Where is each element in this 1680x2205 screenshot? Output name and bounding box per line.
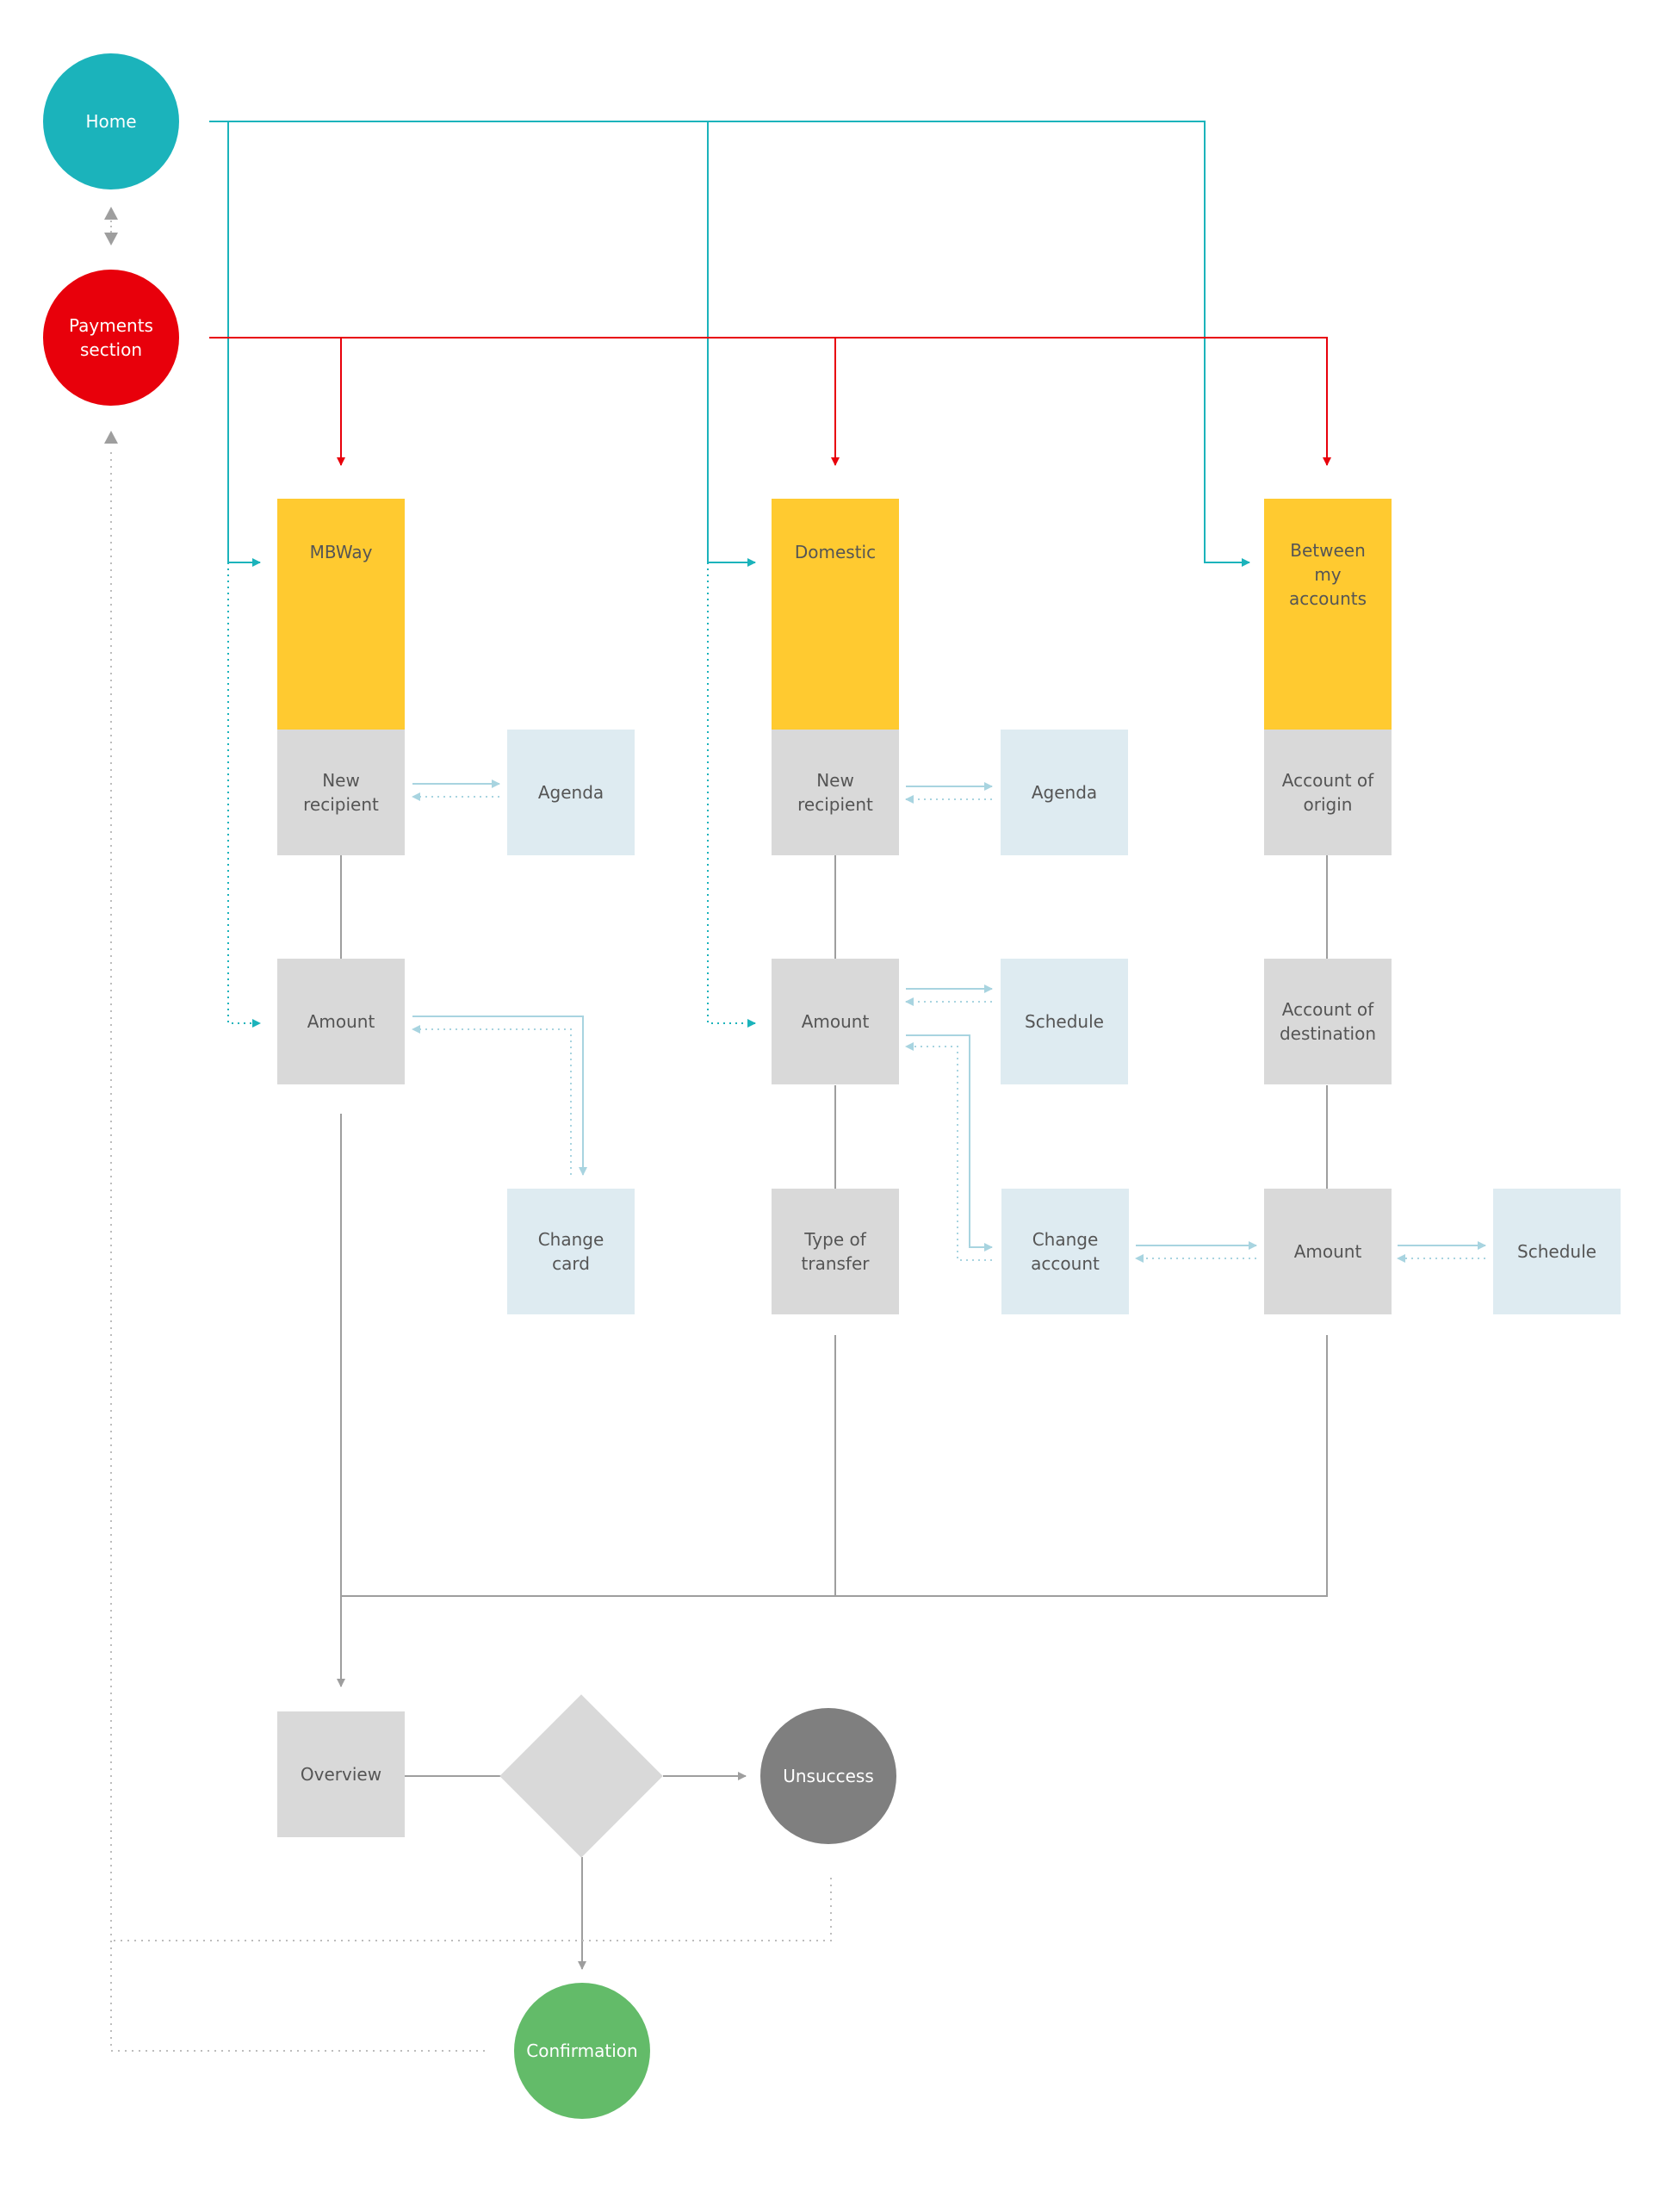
domestic-label: Domestic [794,542,877,562]
account-of-destination-label: Account of destination [1279,999,1377,1044]
mbway-label: MBWay [309,542,373,562]
mbway-amount-node[interactable]: Amount [277,959,405,1084]
mbway-agenda-node[interactable]: Agenda [507,730,635,855]
between-my-accounts-label: Between my accounts [1288,540,1367,609]
change-account-node[interactable]: Change account [1001,1189,1129,1314]
account-of-origin-label: Account of origin [1281,770,1374,815]
payments-red-connectors [209,337,1331,466]
home-payments-link [104,207,118,245]
confirmation-node[interactable]: Confirmation [514,1983,650,2119]
mbway-change-card-node[interactable]: Change card [507,1189,635,1314]
payments-section-label: Payments section [69,315,153,360]
domestic-schedule-node[interactable]: Schedule [1001,959,1128,1084]
type-of-transfer-label: Type of transfer [801,1229,870,1274]
between-schedule-node[interactable]: Schedule [1493,1189,1621,1314]
between-my-accounts-node[interactable]: Between my accounts [1264,499,1392,730]
between-amount-node[interactable]: Amount [1264,1189,1392,1314]
overview-node[interactable]: Overview [277,1711,405,1837]
side-screen-return-connectors [412,792,1485,1263]
payments-section-node[interactable]: Payments section [43,270,179,406]
unsuccess-label: Unsuccess [783,1766,874,1786]
domestic-amount-node[interactable]: Amount [772,959,899,1084]
home-teal-connectors [209,121,1250,567]
return-arrowhead [104,431,118,444]
mbway-new-recipient-node[interactable]: New recipient [277,730,405,855]
mbway-amount-label: Amount [307,1011,375,1032]
domestic-schedule-label: Schedule [1025,1011,1104,1032]
confirmation-label: Confirmation [526,2040,638,2061]
overview-label: Overview [300,1764,382,1785]
account-of-destination-node[interactable]: Account of destination [1264,959,1392,1084]
mbway-change-card-label: Change card [537,1229,604,1274]
side-screen-connectors [412,780,1486,1252]
mbway-agenda-label: Agenda [537,782,604,803]
domestic-node[interactable]: Domestic [772,499,899,730]
domestic-new-recipient-label: New recipient [797,770,873,815]
type-of-transfer-node[interactable]: Type of transfer [772,1189,899,1314]
domestic-agenda-label: Agenda [1031,782,1098,803]
domestic-agenda-node[interactable]: Agenda [1001,730,1128,855]
home-node[interactable]: Home [43,53,179,189]
mbway-node[interactable]: MBWay [277,499,405,730]
account-of-origin-node[interactable]: Account of origin [1264,730,1392,855]
mbway-new-recipient-label: New recipient [303,770,379,815]
unsuccess-node[interactable]: Unsuccess [760,1708,896,1844]
gray-flow-lines [337,855,1328,1970]
domestic-amount-label: Amount [801,1011,870,1032]
change-account-label: Change account [1031,1229,1100,1274]
between-amount-label: Amount [1293,1241,1362,1262]
between-schedule-label: Schedule [1517,1241,1596,1262]
domestic-new-recipient-node[interactable]: New recipient [772,730,899,855]
home-label: Home [85,111,137,132]
return-to-payments-lines [110,448,832,2052]
